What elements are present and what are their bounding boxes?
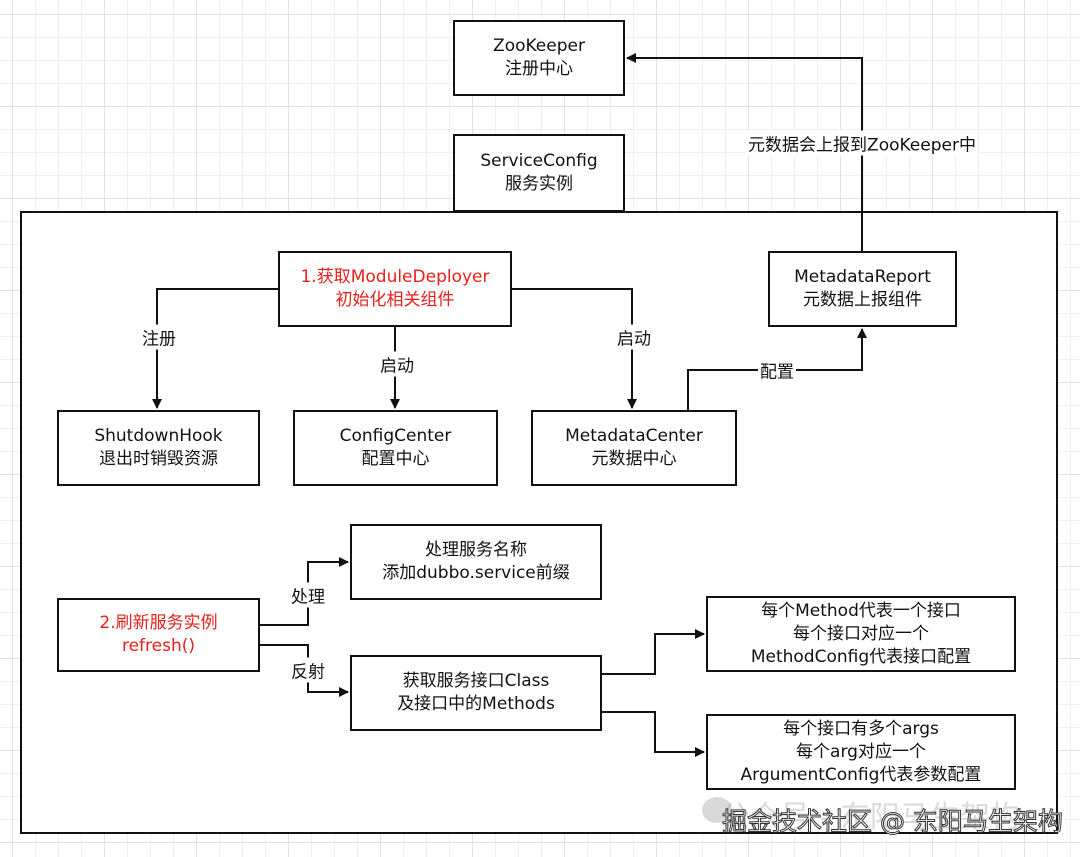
- node-line: 每个接口对应一个: [793, 623, 929, 644]
- wechat-icon: [702, 797, 732, 823]
- juejin-watermark: 掘金技术社区 @ 东阳马生架构: [722, 807, 1064, 837]
- node-subtitle: 添加dubbo.service前缀: [382, 563, 570, 583]
- edge-label-register: 注册: [140, 324, 178, 350]
- edge-register: [152, 288, 278, 409]
- edge-label-report-to-zk: 元数据会上报到ZooKeeper中: [746, 130, 978, 156]
- node-subtitle: 退出时销毁资源: [99, 449, 218, 469]
- argument-config-node: 每个接口有多个args 每个arg对应一个 ArgumentConfig代表参数…: [706, 714, 1016, 790]
- service-name-node: 处理服务名称 添加dubbo.service前缀: [350, 524, 602, 600]
- edge-label-configure: 配置: [758, 357, 796, 383]
- node-title: ShutdownHook: [94, 426, 223, 446]
- node-subtitle: 注册中心: [505, 59, 573, 79]
- node-subtitle: 初始化相关组件: [335, 290, 455, 310]
- edge-argument: [602, 711, 705, 757]
- node-title: 处理服务名称: [425, 540, 527, 560]
- interface-class-node: 获取服务接口Class 及接口中的Methods: [350, 655, 602, 731]
- zookeeper-node: ZooKeeper 注册中心: [453, 20, 625, 96]
- method-config-node: 每个Method代表一个接口 每个接口对应一个 MethodConfig代表接口…: [706, 596, 1016, 672]
- node-title: ZooKeeper: [493, 36, 585, 56]
- node-title: ConfigCenter: [339, 426, 452, 446]
- edge-report-to-zk: [626, 53, 863, 251]
- node-subtitle: refresh(): [121, 636, 196, 656]
- node-line: ArgumentConfig代表参数配置: [740, 764, 982, 785]
- node-subtitle: 元数据中心: [591, 449, 677, 469]
- edge-label-start-config: 启动: [378, 351, 416, 377]
- module-deployer-node: 1.获取ModuleDeployer 初始化相关组件: [278, 251, 512, 327]
- edge-method: [602, 629, 705, 675]
- node-title: 1.获取ModuleDeployer: [300, 267, 490, 287]
- node-subtitle: 及接口中的Methods: [397, 694, 555, 714]
- node-line: MethodConfig代表接口配置: [750, 646, 972, 667]
- node-title: 2.刷新服务实例: [99, 613, 218, 633]
- config-center-node: ConfigCenter 配置中心: [293, 410, 498, 486]
- edge-label-process: 处理: [289, 582, 327, 608]
- edge-start-metadata: [512, 288, 637, 409]
- metadata-report-node: MetadataReport 元数据上报组件: [768, 251, 957, 327]
- metadata-center-node: MetadataCenter 元数据中心: [531, 410, 737, 486]
- node-subtitle: 服务实例: [505, 174, 573, 194]
- shutdown-hook-node: ShutdownHook 退出时销毁资源: [57, 410, 260, 486]
- service-config-node: ServiceConfig 服务实例: [453, 134, 625, 212]
- node-line: 每个接口有多个args: [783, 718, 939, 739]
- node-title: MetadataCenter: [565, 426, 703, 446]
- node-subtitle: 元数据上报组件: [803, 290, 922, 310]
- refresh-node: 2.刷新服务实例 refresh(): [57, 598, 260, 672]
- edge-label-start-metadata: 启动: [615, 324, 653, 350]
- node-title: MetadataReport: [794, 267, 931, 287]
- wechat-watermark: 公众号 - 东阳马生架构: [720, 800, 1020, 835]
- node-line: 每个Method代表一个接口: [761, 600, 961, 621]
- node-title: 获取服务接口Class: [402, 671, 550, 691]
- node-line: 每个arg对应一个: [796, 741, 926, 762]
- node-subtitle: 配置中心: [361, 449, 430, 469]
- edge-label-reflect: 反射: [289, 657, 327, 683]
- node-title: ServiceConfig: [480, 151, 598, 171]
